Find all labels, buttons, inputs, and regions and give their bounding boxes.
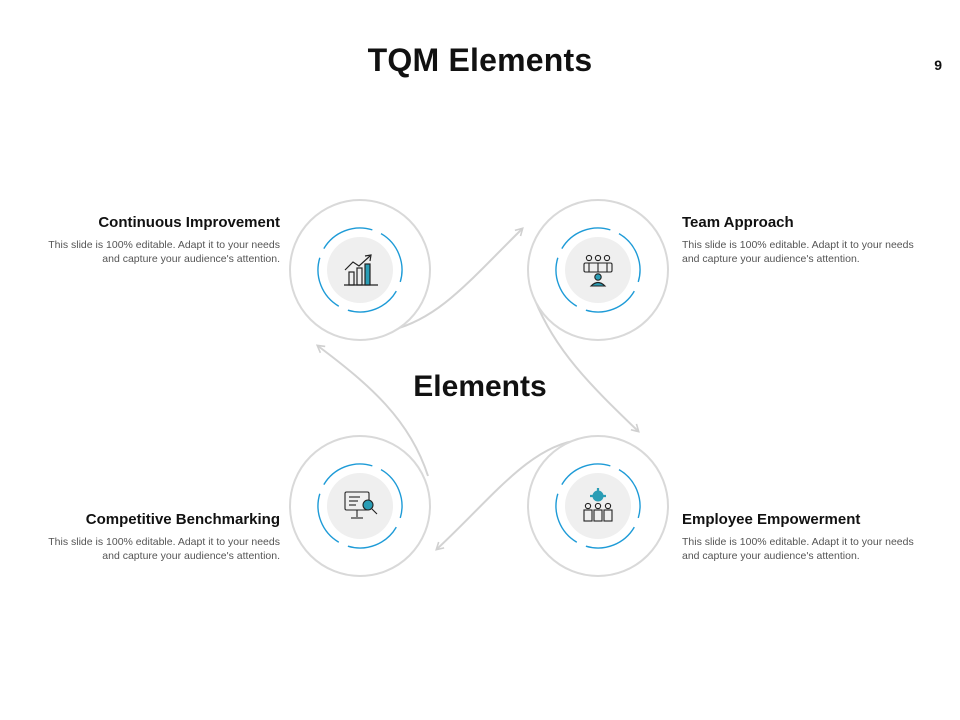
node-continuous-improvement <box>289 199 431 341</box>
arrow-improvement-to-team <box>391 227 524 331</box>
node-competitive-benchmarking <box>289 435 431 577</box>
center-label: Elements <box>413 370 547 403</box>
text-block-team-approach: Team Approach This slide is 100% editabl… <box>682 214 927 266</box>
arrow-empowerment-to-benchmarking <box>435 439 581 551</box>
empowered-team-icon <box>583 488 613 522</box>
benchmark-analysis-icon <box>344 491 378 519</box>
team-meeting-icon <box>583 254 613 287</box>
element-title: Continuous Improvement <box>98 214 280 231</box>
element-description: This slide is 100% editable. Adapt it to… <box>682 239 914 265</box>
element-title: Employee Empowerment <box>682 511 861 528</box>
element-title: Competitive Benchmarking <box>85 511 280 528</box>
element-description: This slide is 100% editable. Adapt it to… <box>48 536 280 562</box>
text-block-continuous-improvement: Continuous Improvement This slide is 100… <box>35 214 280 266</box>
slide-title: TQM Elements <box>367 42 593 78</box>
page-number: 9 <box>934 57 942 73</box>
arrow-team-to-empowerment <box>534 299 640 433</box>
node-team-approach <box>527 199 669 341</box>
growth-chart-icon <box>344 254 378 286</box>
node-employee-empowerment <box>527 435 669 577</box>
element-description: This slide is 100% editable. Adapt it to… <box>48 239 280 265</box>
element-description: This slide is 100% editable. Adapt it to… <box>682 536 914 562</box>
element-title: Team Approach <box>682 214 794 231</box>
text-block-employee-empowerment: Employee Empowerment This slide is 100% … <box>682 511 927 563</box>
text-block-competitive-benchmarking: Competitive Benchmarking This slide is 1… <box>35 511 280 563</box>
arrow-benchmarking-to-improvement <box>315 344 429 477</box>
